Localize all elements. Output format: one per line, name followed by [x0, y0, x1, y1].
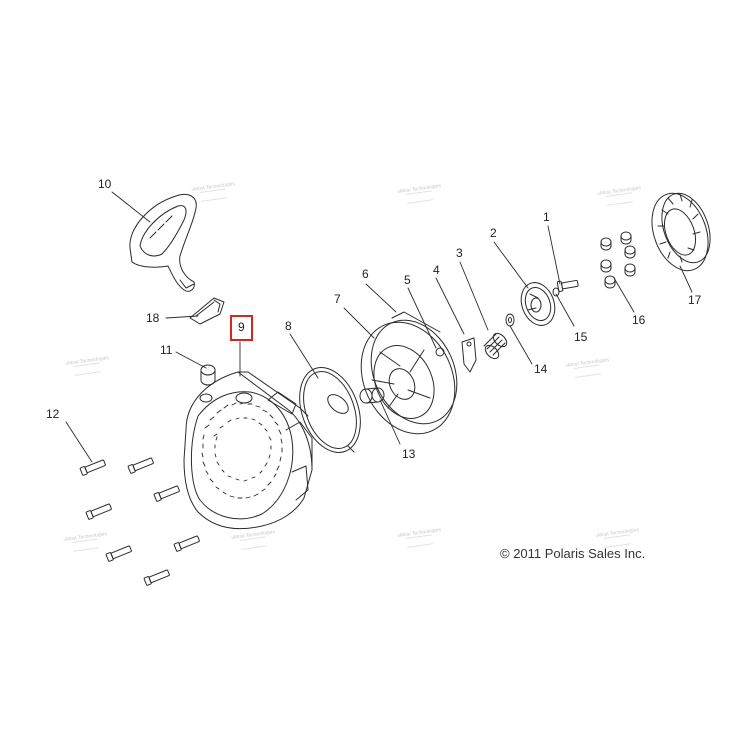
washer-part [505, 313, 515, 327]
callout-14: 14 [534, 362, 548, 376]
callout-3: 3 [456, 246, 463, 260]
callout-11: 11 [160, 343, 173, 357]
starter-housing-part [183, 371, 313, 530]
callout-12: 12 [46, 407, 60, 421]
nut-part [552, 287, 560, 297]
callout-7: 7 [334, 292, 341, 306]
clip-bracket-part [189, 297, 225, 325]
callout-8: 8 [285, 319, 292, 333]
callout-17: 17 [688, 293, 702, 307]
callout-4: 4 [433, 263, 440, 277]
rope-handle-part [129, 194, 197, 292]
bushing-part [359, 387, 385, 404]
callout-1: 1 [543, 210, 550, 224]
leader-lines [65, 191, 693, 463]
callout-2: 2 [490, 226, 497, 240]
copyright-notice: © 2011 Polaris Sales Inc. [500, 546, 646, 561]
pawl-part [461, 337, 477, 373]
starter-cup-part [651, 192, 711, 272]
callout-13: 13 [402, 447, 416, 461]
bolt-part [556, 279, 579, 292]
callout-16: 16 [632, 313, 646, 327]
pulley-reel-part [360, 311, 458, 435]
screws-part [79, 457, 200, 586]
recoil-spring-part [299, 367, 361, 453]
callout-6: 6 [362, 267, 369, 281]
grommet-part [200, 364, 216, 386]
coil-spring-part [483, 332, 508, 360]
callout-9-highlighted: 9 [230, 315, 253, 341]
screws-cluster-part [600, 231, 636, 289]
callout-15: 15 [574, 330, 588, 344]
friction-plate-part [520, 282, 556, 326]
callout-5: 5 [404, 273, 411, 287]
callout-10: 10 [98, 177, 112, 191]
callout-18: 18 [146, 311, 160, 325]
